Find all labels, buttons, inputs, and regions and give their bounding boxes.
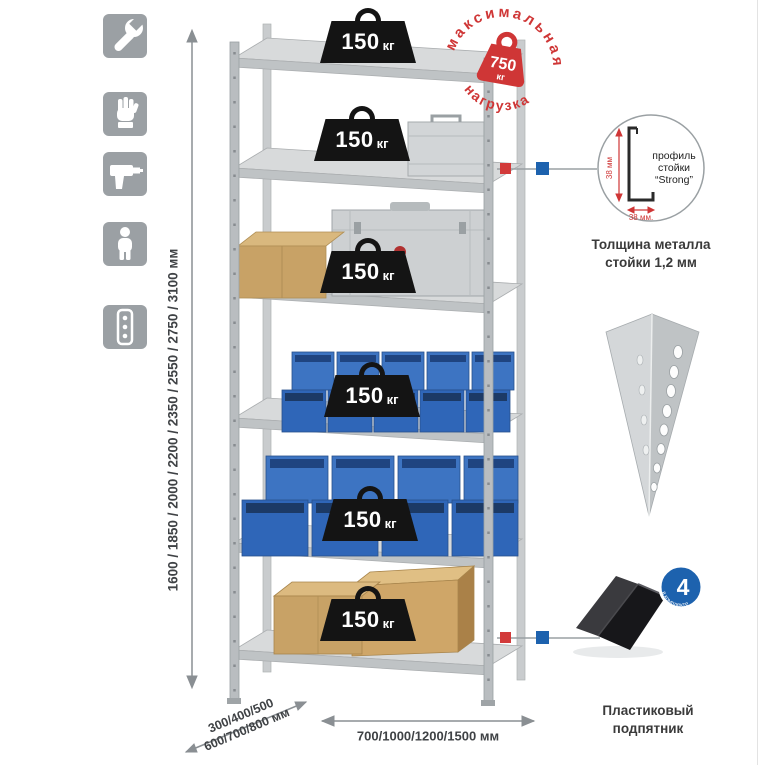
badge-value: 4 [677, 574, 690, 600]
gloves-icon [103, 92, 147, 136]
weight-handle-icon [355, 238, 381, 251]
load-unit: кг [376, 135, 389, 151]
depth-dimension-line [184, 701, 308, 753]
height-dimension-line [186, 28, 198, 690]
blue-marker-top [536, 162, 549, 175]
profile-dim-horizontal: 38 мм. [629, 213, 653, 222]
stamp-weight-icon: 750 кг [476, 31, 525, 87]
weight-handle-icon [355, 586, 381, 599]
perforated-strip-icon [103, 305, 147, 349]
red-marker-bottom [500, 632, 511, 643]
profile-caption: Толщина металла стойки 1,2 мм [591, 236, 710, 272]
stamp-unit: кг [496, 71, 506, 82]
profile-caption-line1: Толщина металла [591, 237, 711, 252]
weight-handle-icon [349, 106, 375, 119]
weight-handle-icon [359, 362, 385, 375]
load-value: 150 [343, 507, 382, 532]
profile-dimensions [615, 127, 656, 214]
load-value: 150 [341, 259, 380, 284]
profile-detail-circle: 38 мм 38 мм. профиль стойки “Strong” [595, 112, 707, 229]
person-icon [103, 222, 147, 266]
load-unit: кг [382, 615, 395, 631]
wrench-icon [103, 14, 147, 58]
drill-icon [103, 152, 147, 196]
load-value: 150 [341, 607, 380, 632]
bottom-connector [497, 631, 600, 644]
red-marker-top [500, 163, 511, 174]
weight-handle-icon [357, 486, 383, 499]
height-dimension-label: 1600 / 1850 / 2000 / 2200 / 2350 / 2550 … [165, 248, 181, 592]
foot-caption: Пластиковый подпятник [602, 702, 693, 738]
foot-caption-line2: подпятник [612, 721, 684, 737]
profile-dim-vertical: 38 мм [605, 157, 614, 179]
quantity-badge: 4 в комплекте [658, 564, 704, 610]
load-value: 150 [345, 383, 384, 408]
profile-caption-line2: стойки 1,2 мм [605, 255, 697, 271]
load-unit: кг [382, 37, 395, 53]
goods-aluminium-case-small [407, 114, 485, 177]
rack-front-posts [227, 41, 495, 706]
load-value: 150 [341, 29, 380, 54]
width-dimension-line [320, 715, 536, 727]
corner-post-detail-image [605, 313, 700, 517]
svg-text:нагрузка: нагрузка [459, 79, 535, 119]
load-unit: кг [386, 391, 399, 407]
profile-label-3: “Strong” [655, 174, 693, 186]
page-edge-line [757, 0, 758, 765]
blue-marker-bottom [536, 631, 549, 644]
width-dimension-label: 700/1000/1200/1500 мм [356, 728, 500, 744]
max-load-stamp: максимальная нагрузка 750 кг [431, 0, 576, 136]
stamp-value: 750 [488, 54, 517, 75]
weight-handle-icon [355, 8, 381, 21]
load-value: 150 [335, 127, 374, 152]
top-connector [497, 162, 597, 175]
stamp-text-bottom: нагрузка [459, 79, 535, 119]
profile-cross-section-icon [627, 126, 655, 202]
plastic-foot-image [573, 576, 667, 658]
load-unit: кг [384, 515, 397, 531]
profile-label-1: профиль [652, 150, 696, 162]
goods-cardboard-box-shelf3 [236, 231, 346, 299]
rack-back-posts [262, 23, 526, 681]
load-unit: кг [382, 267, 395, 283]
foot-caption-line1: Пластиковый [602, 703, 694, 718]
profile-label-2: стойки [658, 162, 690, 174]
